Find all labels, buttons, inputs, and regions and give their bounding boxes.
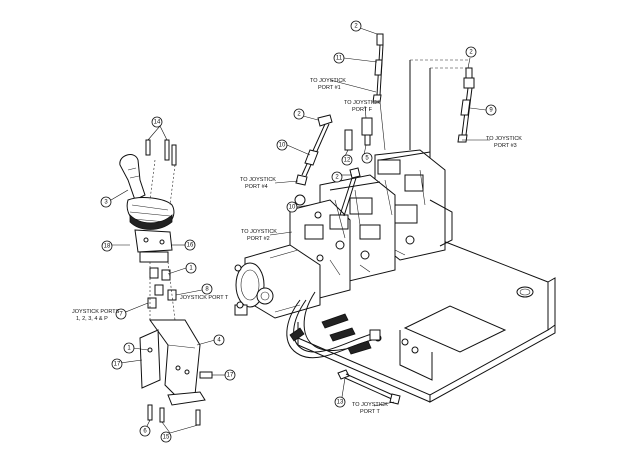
svg-text:PORT #4: PORT #4 [245, 184, 268, 190]
svg-text:11: 11 [336, 56, 343, 62]
svg-text:3: 3 [104, 200, 108, 206]
svg-text:1: 1 [127, 346, 131, 352]
svg-text:TO JOYSTICK: TO JOYSTICK [240, 177, 276, 183]
joystick-assembly [119, 139, 213, 426]
svg-text:PORT #3: PORT #3 [494, 143, 517, 149]
svg-text:4: 4 [217, 338, 221, 344]
callout-15: 15 [160, 431, 172, 443]
svg-text:2: 2 [297, 112, 301, 118]
callout-17-right: 17 [224, 369, 236, 381]
callout-12: 12 [341, 154, 353, 166]
callout-1-upper: 1 [185, 262, 197, 274]
note-port-4: TO JOYSTICK PORT #4 [240, 177, 276, 190]
svg-text:17: 17 [227, 373, 234, 379]
svg-text:6: 6 [143, 429, 147, 435]
note-joystick-ports: JOYSTICK PORTS 1, 2, 3, 4 & P [72, 309, 120, 322]
svg-text:TO JOYSTICK: TO JOYSTICK [241, 229, 277, 235]
svg-text:PORT T: PORT T [360, 409, 381, 415]
note-port-f: TO JOYSTICK PORT F [344, 100, 380, 113]
callout-16: 16 [184, 239, 196, 251]
hose-2-mid [339, 167, 361, 217]
note-port-2: TO JOYSTICK PORT #2 [241, 229, 277, 242]
callout-8: 8 [201, 283, 213, 295]
svg-text:15: 15 [163, 435, 170, 441]
hoses [286, 291, 381, 359]
callout-11: 11 [333, 52, 345, 64]
callout-4: 4 [213, 334, 225, 346]
svg-text:TO JOYSTICK: TO JOYSTICK [352, 402, 388, 408]
hydraulic-pump [234, 244, 321, 319]
svg-text:14: 14 [154, 120, 161, 126]
callout-6: 6 [139, 425, 151, 437]
note-port-3: TO JOYSTICK PORT #3 [486, 136, 522, 149]
callout-2-right: 2 [465, 46, 477, 58]
note-port-1: TO JOYSTICK PORT #1 [310, 78, 346, 91]
callout-7: 7 [115, 308, 127, 320]
assembly-lines [379, 59, 470, 151]
hose-10-upper [295, 114, 333, 186]
svg-text:9: 9 [489, 108, 493, 114]
callout-2-mid: 2 [331, 171, 343, 183]
note-joystick-port-t: JOYSTICK PORT T [180, 295, 229, 301]
svg-text:1, 2, 3, 4 & P: 1, 2, 3, 4 & P [76, 316, 108, 322]
svg-text:8: 8 [205, 287, 209, 293]
svg-text:17: 17 [114, 362, 121, 368]
callout-14: 14 [151, 116, 163, 128]
note-port-t: TO JOYSTICK PORT T [352, 402, 388, 415]
svg-text:2: 2 [335, 175, 339, 181]
svg-text:TO JOYSTICK: TO JOYSTICK [310, 78, 346, 84]
callout-17-left: 17 [111, 358, 123, 370]
svg-text:PORT F: PORT F [352, 107, 373, 113]
svg-text:10: 10 [289, 205, 296, 211]
svg-text:10: 10 [279, 143, 286, 149]
callout-2-left: 2 [293, 108, 305, 120]
callout-1-lower: 1 [123, 342, 135, 354]
svg-text:16: 16 [187, 243, 194, 249]
callout-3: 3 [100, 196, 112, 208]
leader-lines [110, 27, 490, 434]
svg-text:18: 18 [104, 244, 111, 250]
svg-text:2: 2 [469, 50, 473, 56]
svg-text:PORT #1: PORT #1 [318, 85, 341, 91]
svg-text:JOYSTICK PORT T: JOYSTICK PORT T [180, 295, 229, 301]
svg-text:TO JOYSTICK: TO JOYSTICK [486, 136, 522, 142]
svg-text:TO JOYSTICK: TO JOYSTICK [344, 100, 380, 106]
callout-10-lower: 10 [286, 201, 298, 213]
svg-text:13: 13 [337, 400, 344, 406]
svg-text:PORT #2: PORT #2 [247, 236, 270, 242]
svg-text:2: 2 [354, 24, 358, 30]
svg-text:JOYSTICK PORTS: JOYSTICK PORTS [72, 309, 120, 315]
svg-text:7: 7 [119, 312, 123, 318]
hose-9 [457, 67, 475, 143]
svg-text:12: 12 [344, 158, 351, 164]
callout-9: 9 [485, 104, 497, 116]
callout-2-top: 2 [350, 20, 362, 32]
svg-text:1: 1 [189, 266, 193, 272]
callout-5: 5 [361, 152, 373, 164]
svg-text:5: 5 [365, 156, 369, 162]
callout-10-upper: 10 [276, 139, 288, 151]
fittings-12 [344, 117, 373, 151]
hose-13 [337, 369, 401, 405]
hose-11 [372, 33, 384, 103]
callout-18: 18 [101, 240, 113, 252]
callout-13: 13 [334, 396, 346, 408]
